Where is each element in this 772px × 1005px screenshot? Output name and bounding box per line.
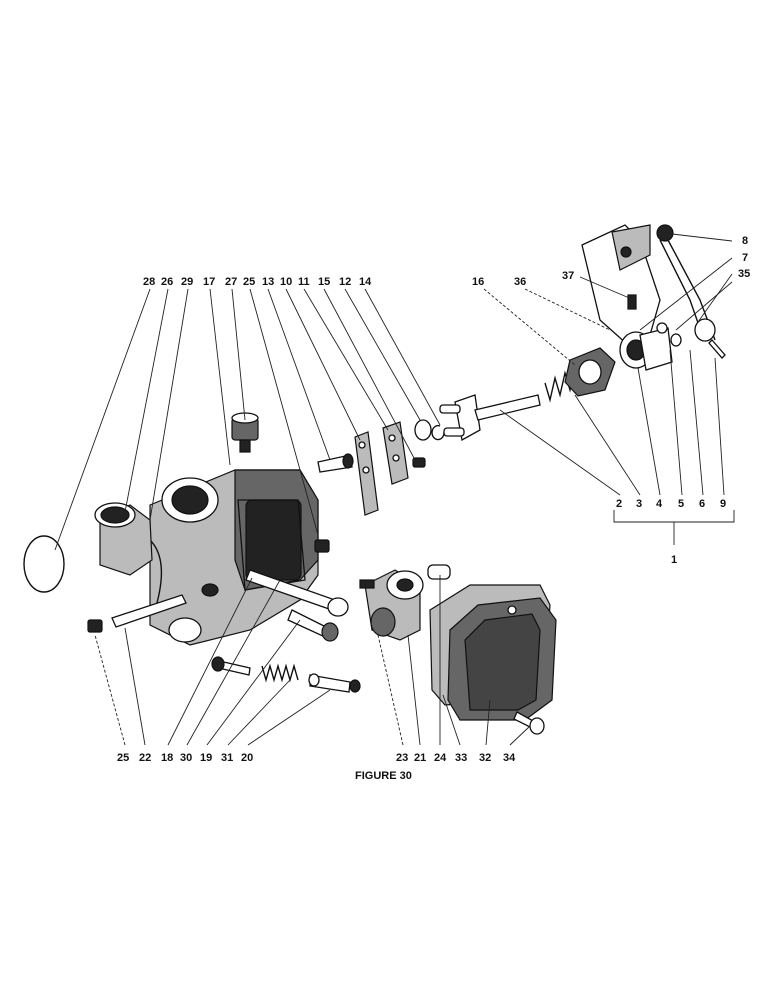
- part-label-21: 21: [414, 752, 427, 764]
- part-label-4: 4: [656, 498, 663, 510]
- washer-part: [414, 419, 432, 441]
- lever-plate-part: [354, 431, 379, 516]
- part-label-17: 17: [203, 276, 216, 288]
- part-label-6: 6: [699, 498, 706, 510]
- part-label-26: 26: [161, 276, 174, 288]
- inlet-elbow-part: [94, 502, 153, 576]
- part-label-20: 20: [241, 752, 254, 764]
- part-label-15: 15: [318, 276, 331, 288]
- cam-lever-part: [359, 569, 424, 641]
- pivot-pin-part: [317, 453, 354, 473]
- part-label-3: 3: [636, 498, 643, 510]
- side-cover-part: [447, 597, 557, 721]
- part-label-32: 32: [479, 752, 492, 764]
- part-label-16: 16: [472, 276, 485, 288]
- part-label-24: 24: [434, 752, 447, 764]
- figure-caption: FIGURE 30: [355, 770, 412, 782]
- o-ring-part: [23, 535, 65, 593]
- part-label-37: 37: [562, 270, 575, 282]
- part-label-36: 36: [514, 276, 527, 288]
- part-label-7: 7: [742, 252, 749, 264]
- through-bolt-part: [245, 569, 349, 617]
- part-label-31: 31: [221, 752, 234, 764]
- short-bolt-part: [287, 609, 339, 642]
- part-label-5: 5: [678, 498, 685, 510]
- part-label-2: 2: [616, 498, 623, 510]
- part-label-9: 9: [720, 498, 727, 510]
- bracket-part: [382, 421, 426, 485]
- small-plug-right-part: [314, 539, 330, 553]
- part-label-18: 18: [161, 752, 174, 764]
- flange-gasket-part: [564, 347, 616, 397]
- part-label-25-bottom: 25: [117, 752, 130, 764]
- small-plug-part: [87, 619, 103, 633]
- cover-plug-part: [427, 564, 451, 580]
- cap-nut-part: [231, 412, 259, 453]
- part-label-28: 28: [143, 276, 156, 288]
- fork-rod-part: [439, 394, 541, 442]
- part-label-25: 25: [243, 276, 256, 288]
- small-spring-part: [261, 663, 299, 683]
- part-label-23: 23: [396, 752, 409, 764]
- small-pin-part: [211, 656, 251, 676]
- part-label-33: 33: [455, 752, 468, 764]
- part-label-29: 29: [181, 276, 194, 288]
- circlip-part: [431, 424, 445, 441]
- lever-bracket-assembly-part: [581, 224, 726, 371]
- part-label-12: 12: [339, 276, 352, 288]
- leader-lines: [54, 233, 735, 746]
- part-label-10: 10: [280, 276, 293, 288]
- assembly-label-1: 1: [671, 554, 678, 566]
- part-label-27: 27: [225, 276, 238, 288]
- part-label-8: 8: [742, 235, 749, 247]
- part-label-34: 34: [503, 752, 516, 764]
- part-label-11: 11: [298, 276, 310, 288]
- cover-screw-part: [513, 711, 545, 735]
- part-label-30: 30: [180, 752, 193, 764]
- part-label-35: 35: [738, 268, 751, 280]
- part-label-22: 22: [139, 752, 152, 764]
- pump-housing-part: [149, 469, 319, 646]
- part-label-13: 13: [262, 276, 275, 288]
- plunger-part: [308, 673, 361, 693]
- part-label-19: 19: [200, 752, 213, 764]
- part-label-14: 14: [359, 276, 372, 288]
- long-stud-part: [111, 594, 187, 628]
